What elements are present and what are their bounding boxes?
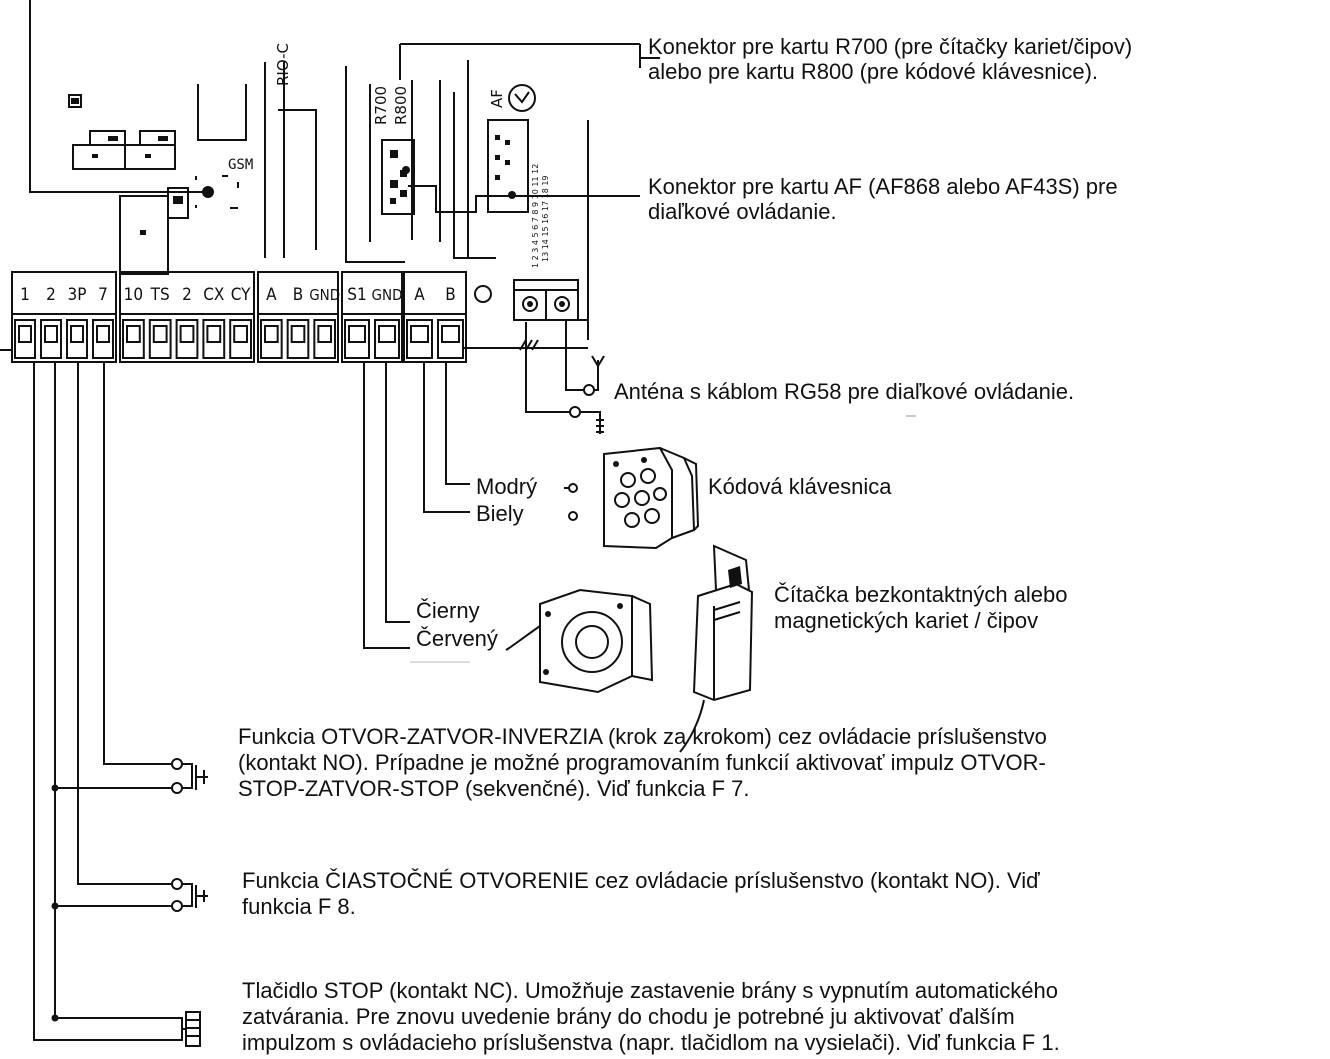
terminal-screw-1	[14, 319, 36, 359]
terminal-screw-2	[40, 319, 62, 359]
rioc-label: RIO-C	[274, 43, 292, 86]
keypad-label: Kódová klávesnica	[708, 474, 892, 499]
antenna-label: Anténa s káblom RG58 pre diaľkové ovláda…	[614, 379, 1075, 404]
terminal-screw-cx	[202, 319, 226, 359]
terminal-label-2: 2	[182, 285, 192, 305]
func-step-line3: STOP-ZATVOR-STOP (sekvenčné). Viď funkci…	[238, 776, 750, 801]
terminal-block-5	[403, 271, 467, 363]
wiring	[33, 320, 605, 1047]
af-pin-numbers-bottom: 13 14 15 16 17 18 19	[541, 175, 550, 262]
terminal-label-gnd: GND	[372, 286, 403, 304]
terminal-label-s1: S1	[347, 285, 366, 305]
terminal-block-1	[11, 271, 117, 363]
terminal-screw-10	[122, 319, 145, 359]
wire-white-label: Biely	[476, 501, 524, 526]
terminal-screw-ts	[148, 319, 172, 359]
connector-af-line2: diaľkové ovládanie.	[648, 199, 837, 224]
terminal-block-2	[119, 271, 255, 363]
terminal-screw-a	[406, 319, 433, 359]
terminal-screw-3p	[66, 319, 88, 359]
af-pin-numbers-top: 1 2 3 4 5 6 7 8 9 10 11 12	[531, 163, 540, 268]
terminal-label-cy: CY	[231, 285, 251, 305]
wire-red-label: Červený	[416, 626, 498, 651]
func-step-line1: Funkcia OTVOR-ZATVOR-INVERZIA (krok za k…	[238, 724, 1047, 749]
terminal-label-cx: CX	[203, 285, 224, 305]
func-stop-line3: impulzom s ovládacieho príslušenstva (na…	[242, 1030, 1060, 1055]
terminal-label-ts: TS	[150, 285, 170, 305]
terminal-block-4	[341, 271, 403, 363]
terminal-label-3p: 3P	[68, 285, 87, 305]
terminal-label-gnd: GND	[309, 286, 340, 304]
terminal-screw-a	[260, 319, 283, 359]
terminal-label-7: 7	[98, 285, 108, 305]
terminal-label-10: 10	[124, 285, 143, 305]
keypad-illustration	[603, 446, 700, 550]
reader-label-line1: Čítačka bezkontaktných alebo	[774, 582, 1068, 607]
card-reader-illustration	[679, 544, 754, 753]
wire-blue-label: Modrý	[476, 474, 538, 499]
terminal-screw-7	[92, 319, 114, 359]
connector-af-line1: Konektor pre kartu AF (AF868 alebo AF43S…	[648, 174, 1118, 199]
func-step-line2: (kontakt NO). Prípadne je možné programo…	[238, 750, 1046, 775]
terminal-screw-b	[437, 319, 464, 359]
control-board	[0, 0, 640, 351]
r800-label: R800	[392, 85, 410, 125]
terminal-screw-gnd	[313, 319, 337, 359]
connector-r700-line1: Konektor pre kartu R700 (pre čítačky kar…	[648, 34, 1133, 59]
terminal-screw-gnd	[374, 319, 400, 359]
af-label: AF	[488, 89, 506, 108]
terminal-screw-b	[286, 319, 310, 359]
terminal-label-2: 2	[46, 285, 56, 305]
terminal-label-a: A	[414, 285, 425, 305]
terminal-label-b: B	[293, 285, 304, 305]
func-stop-line1: Tlačidlo STOP (kontakt NC). Umožňuje zas…	[242, 978, 1058, 1003]
terminal-label-a: A	[266, 285, 277, 305]
scan-artifacts	[410, 415, 916, 663]
terminal-screw-cy	[229, 319, 252, 359]
terminal-screw-2	[175, 319, 199, 359]
reader-label-line2: magnetických kariet / čipov	[774, 608, 1039, 633]
func-partial-line1: Funkcia ČIASTOČNÉ OTVORENIE cez ovládaci…	[242, 868, 1040, 893]
wire-black-label: Čierny	[416, 598, 480, 623]
gsm-label: GSM	[228, 157, 254, 173]
terminal-screw-s1	[344, 319, 370, 359]
proximity-reader-illustration	[505, 588, 654, 694]
terminal-label-1: 1	[20, 285, 30, 305]
func-stop-line2: zatvárania. Pre znovu uvedenie brány do …	[242, 1004, 1015, 1029]
leader-lines	[408, 44, 660, 213]
r700-label: R700	[372, 85, 390, 125]
connector-r700-line2: alebo pre kartu R800 (pre kódové klávesn…	[648, 59, 1099, 84]
func-partial-line2: funkcia F 8.	[242, 894, 356, 919]
terminal-label-b: B	[445, 285, 456, 305]
terminal-block-3	[257, 271, 339, 363]
